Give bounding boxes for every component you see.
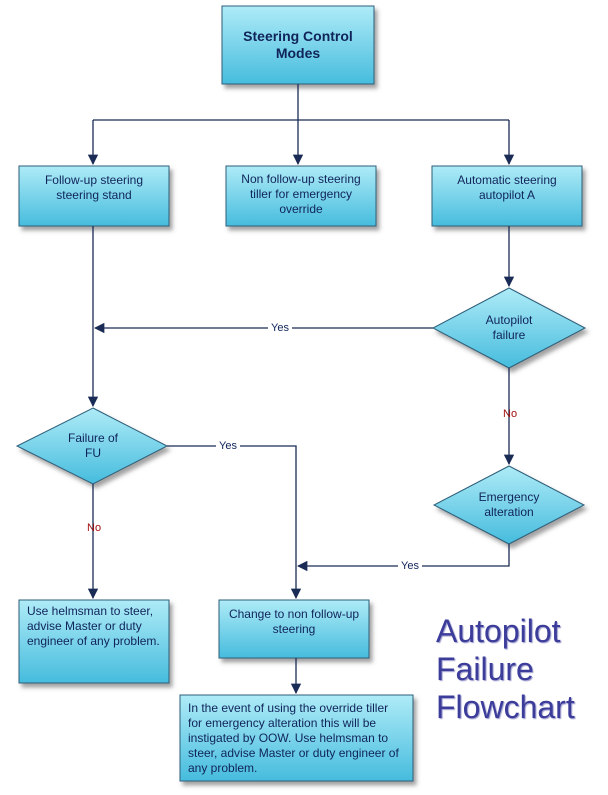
flowchart-title: Autopilot Failure Flowchart <box>436 612 608 726</box>
node-change-non-follow-up-label: Change to non follow-up steering <box>228 607 360 636</box>
node-failure-fu-label: Failure of FU <box>67 431 119 460</box>
edge-fu-yes <box>167 445 302 600</box>
node-emergency-alteration-label: Emergency alteration <box>478 490 540 519</box>
node-non-follow-up-label: Non follow-up steering tiller for emerge… <box>241 171 361 216</box>
node-start-label: Steering Control Modes <box>243 28 353 61</box>
node-follow-up-label: Follow-up steering steering stand <box>44 173 144 202</box>
flowchart-title-line1: Autopilot <box>436 613 561 649</box>
edge-label-autopilot-no: No <box>503 408 518 420</box>
edge-label-fu-yes: Yes <box>216 440 240 453</box>
node-non-follow-up <box>225 165 377 227</box>
node-autopilot-failure-label: Autopilot failure <box>485 313 533 342</box>
edge-label-emergency-yes: Yes <box>398 560 422 573</box>
edge-label-fu-no: No <box>87 522 102 534</box>
node-follow-up <box>18 165 170 227</box>
flowchart-title-line2: Failure <box>436 651 534 687</box>
node-automatic <box>431 165 583 227</box>
flowchart-title-line3: Flowchart <box>436 689 575 725</box>
node-start <box>221 5 375 85</box>
node-automatic-label: Automatic steering autopilot A <box>457 173 557 202</box>
node-use-helmsman <box>18 599 170 684</box>
node-use-helmsman-label: Use helmsman to steer, advise Master or … <box>27 604 160 648</box>
node-override-event <box>179 694 414 782</box>
edge-emergency-yes <box>296 544 510 572</box>
node-override-event-label: In the event of using the override tille… <box>188 701 399 775</box>
edge-label-autopilot-yes: Yes <box>268 322 292 335</box>
node-change-non-follow-up <box>218 599 370 659</box>
